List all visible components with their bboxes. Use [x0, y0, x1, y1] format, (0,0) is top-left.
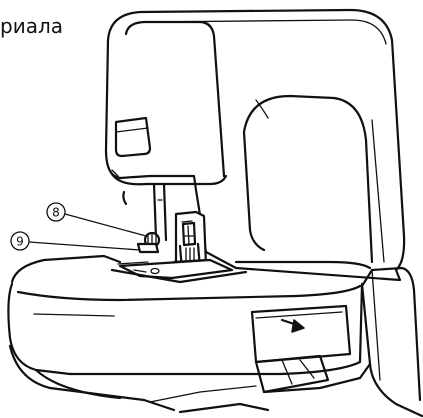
right-arrow-icon [280, 318, 305, 333]
callout-8: 8 [46, 202, 147, 237]
caption-text-fragment: риала [0, 14, 63, 38]
machine-base [7, 254, 423, 418]
callout-9-label: 9 [16, 235, 24, 249]
needle-assembly [110, 182, 248, 284]
machine-arm [104, 8, 406, 282]
callout-9: 9 [10, 231, 141, 251]
callout-8-label: 8 [52, 206, 60, 220]
